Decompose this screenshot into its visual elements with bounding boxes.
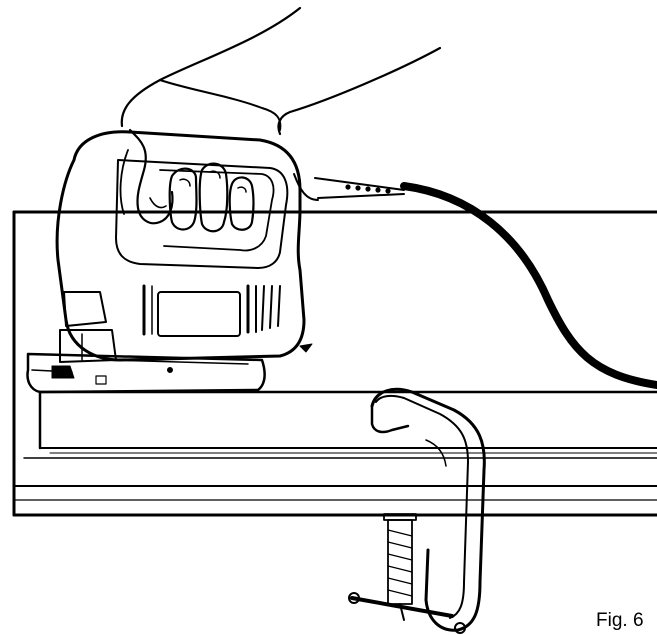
c-clamp (348, 387, 486, 634)
workpiece-board (12, 210, 657, 517)
power-cable (293, 173, 657, 389)
figure-caption: Fig. 6 (596, 610, 644, 631)
jigsaw (26, 130, 313, 394)
hand (119, 6, 442, 233)
